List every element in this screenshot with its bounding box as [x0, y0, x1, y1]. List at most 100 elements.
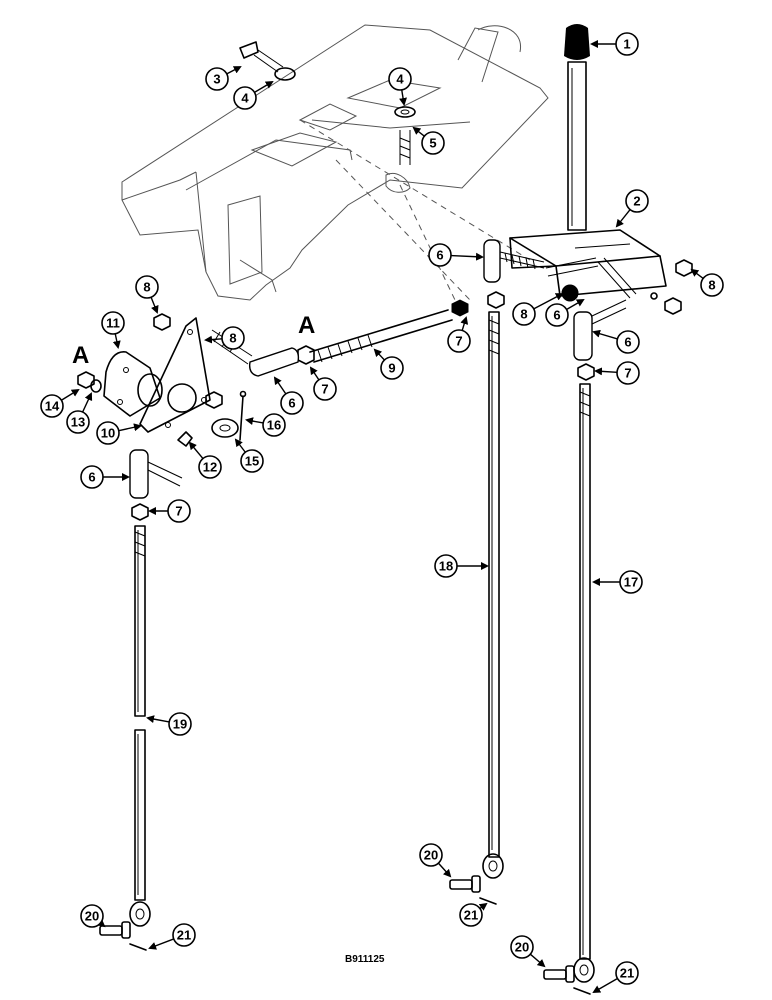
bolt-3 — [239, 41, 296, 81]
callout-7: 7 — [148, 499, 191, 523]
view-marker-a-left: A — [72, 342, 89, 369]
rod-18 — [482, 291, 505, 879]
callout-circle — [168, 712, 192, 736]
callout-label: 8 — [520, 307, 527, 322]
callout-circle — [96, 421, 120, 445]
callout-label: 6 — [288, 396, 295, 411]
callout-label: 7 — [455, 334, 462, 349]
callout-1: 1 — [590, 32, 639, 56]
callout-label: 4 — [396, 72, 404, 87]
callout-label: 20 — [424, 848, 438, 863]
callout-leader-arrow — [533, 293, 564, 310]
callout-label: 21 — [464, 908, 478, 923]
bolt-5 — [394, 106, 416, 165]
callout-4: 4 — [388, 67, 412, 106]
callout-2: 2 — [615, 189, 649, 228]
callout-label: 7 — [175, 504, 182, 519]
callout-leader-arrow — [399, 89, 408, 106]
callout-circle — [512, 302, 536, 326]
callout-leader-arrow — [690, 268, 704, 279]
rod-17 — [573, 383, 595, 983]
callout-10: 10 — [96, 421, 142, 445]
callout-circle — [80, 904, 104, 928]
callout-leader-arrow — [61, 388, 80, 401]
callout-leader-arrow — [81, 392, 93, 413]
callout-circle — [172, 923, 196, 947]
callout-14: 14 — [40, 388, 80, 418]
callout-label: 8 — [143, 280, 150, 295]
callout-label: 21 — [620, 966, 634, 981]
callout-15: 15 — [234, 438, 264, 473]
callout-circle — [66, 410, 90, 434]
callout-16: 16 — [245, 413, 286, 437]
callout-circle — [167, 499, 191, 523]
pin-20-left — [99, 921, 147, 951]
callout-circle — [616, 330, 640, 354]
callout-leader-arrow — [460, 316, 469, 331]
callout-18: 18 — [434, 554, 489, 578]
callout-circle — [313, 377, 337, 401]
callout-circle — [380, 356, 404, 380]
callout-circle — [428, 243, 452, 267]
callout-7: 7 — [309, 366, 337, 401]
callout-circle — [280, 391, 304, 415]
callout-circle — [101, 311, 125, 335]
mounting-plate — [121, 24, 549, 301]
callout-leader-arrow — [148, 938, 174, 950]
callout-label: 20 — [85, 909, 99, 924]
callout-leader-arrow — [592, 977, 618, 993]
callout-6: 6 — [273, 376, 304, 415]
callout-label: 7 — [624, 366, 631, 381]
callout-leader-arrow — [437, 862, 452, 878]
callout-label: 5 — [429, 136, 436, 151]
clevis-right — [573, 299, 627, 381]
callout-7: 7 — [594, 361, 640, 385]
callout-leader-arrow — [592, 329, 618, 340]
callout-label: 1 — [623, 37, 630, 52]
callout-leader-arrow — [373, 348, 385, 361]
callout-20: 20 — [419, 843, 452, 878]
callout-label: 7 — [321, 382, 328, 397]
callout-circle — [135, 275, 159, 299]
callout-20: 20 — [510, 935, 546, 968]
callout-21: 21 — [148, 923, 196, 950]
callout-label: 13 — [71, 415, 85, 430]
callout-circle — [240, 449, 264, 473]
callout-label: 12 — [203, 460, 217, 475]
callout-6: 6 — [428, 243, 484, 267]
callout-circle — [233, 86, 257, 110]
callout-circle — [615, 961, 639, 985]
callout-label: 10 — [101, 426, 115, 441]
callout-5: 5 — [412, 126, 445, 155]
callout-label: 6 — [553, 308, 560, 323]
callout-leader-arrow — [112, 333, 121, 349]
clevis-lower-left — [129, 449, 183, 521]
callout-circle — [434, 554, 458, 578]
callout-label: 18 — [439, 559, 453, 574]
callout-leader-arrow — [118, 423, 142, 432]
callout-label: 9 — [388, 361, 395, 376]
callout-circle — [40, 394, 64, 418]
callout-circle — [700, 273, 724, 297]
callout-label: 4 — [241, 91, 249, 106]
callout-leader-arrow — [450, 252, 484, 261]
callout-6: 6 — [545, 299, 585, 327]
callout-label: 6 — [88, 470, 95, 485]
callout-20: 20 — [80, 904, 106, 928]
callout-21: 21 — [459, 902, 488, 927]
callout-label: 16 — [267, 418, 281, 433]
callout-leader-arrow — [615, 209, 631, 228]
callout-8: 8 — [204, 326, 245, 350]
callout-3: 3 — [205, 66, 242, 91]
callout-9: 9 — [373, 348, 404, 380]
figure-id: B911125 — [345, 954, 385, 965]
callout-label: 15 — [245, 454, 259, 469]
callout-4: 4 — [233, 80, 274, 110]
callout-label: 6 — [436, 248, 443, 263]
shift-lever — [564, 24, 590, 231]
callout-8: 8 — [690, 268, 724, 297]
bracket-fasteners — [545, 257, 693, 315]
callout-leader-arrow — [226, 66, 242, 75]
callout-circle — [221, 326, 245, 350]
